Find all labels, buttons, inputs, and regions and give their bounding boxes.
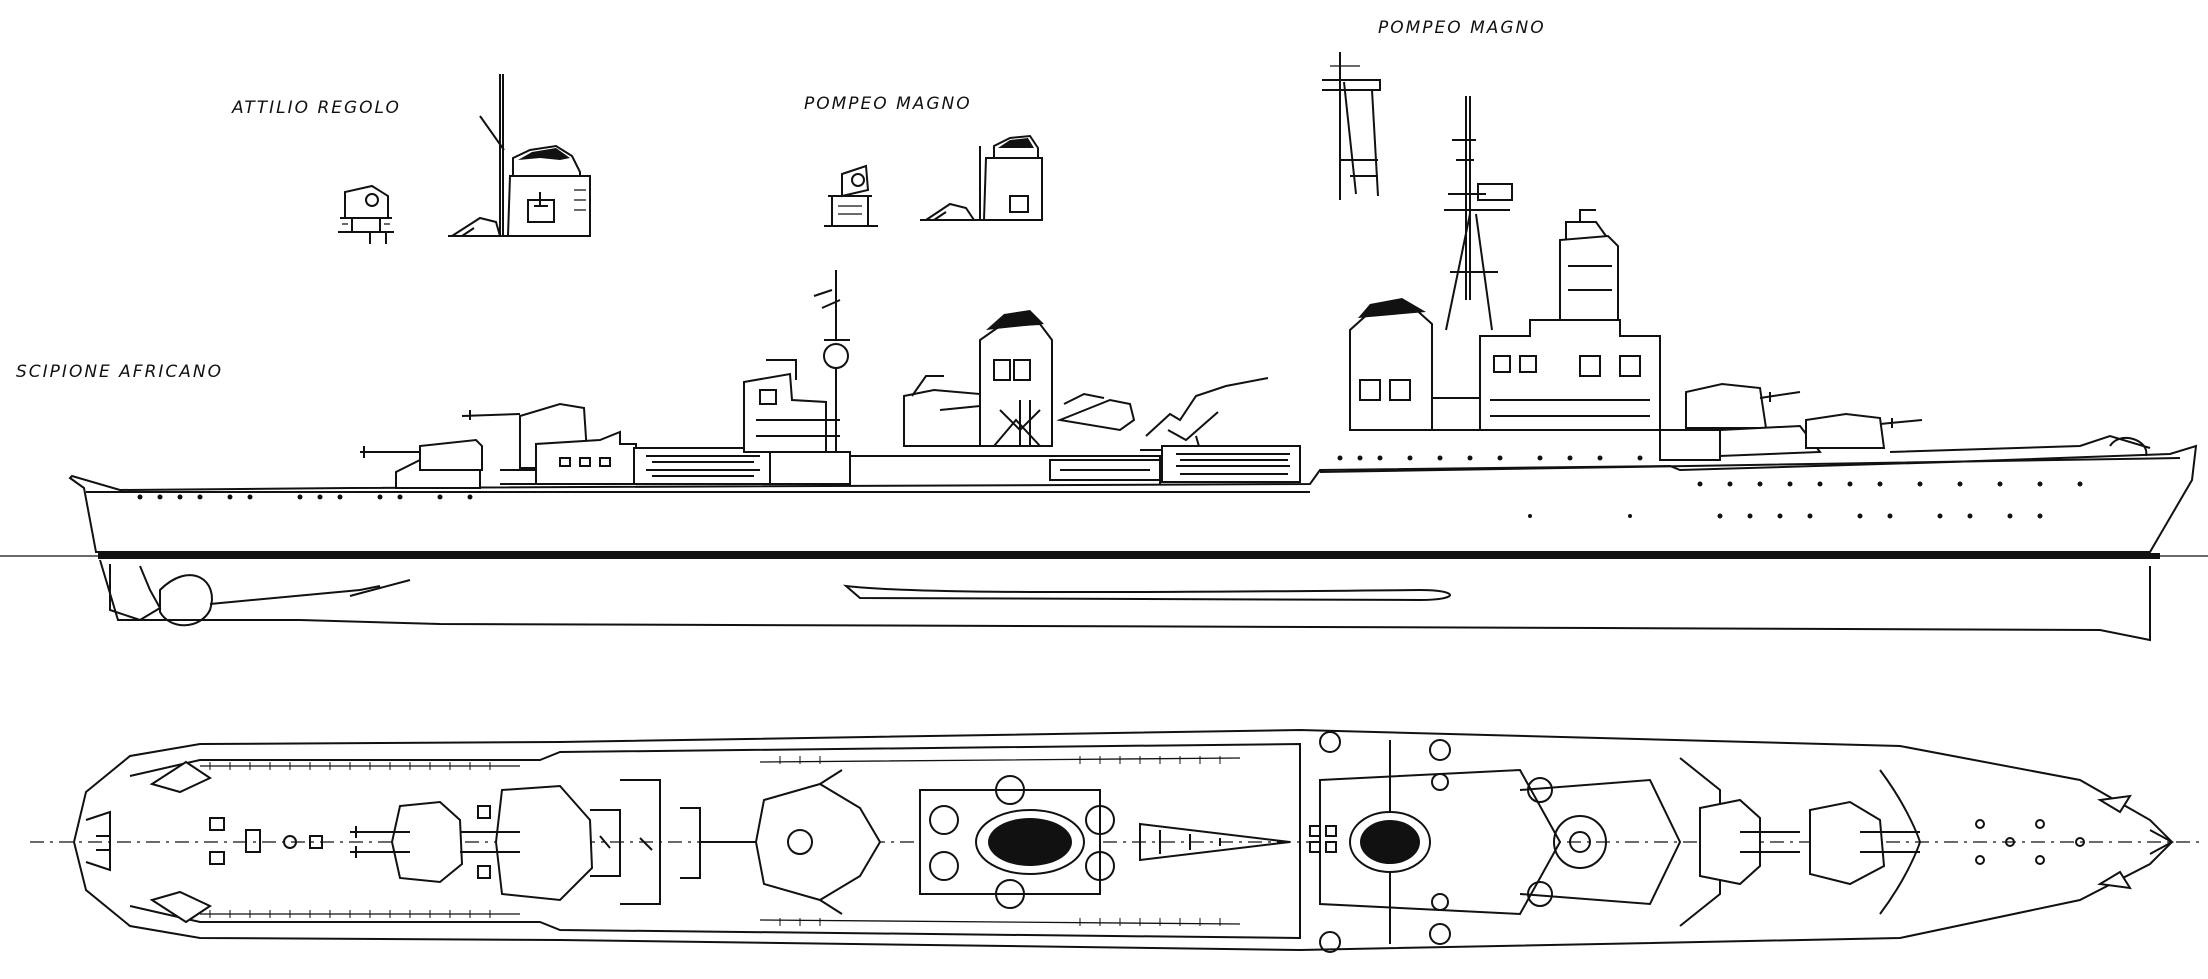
attilio-regolo-detail xyxy=(338,74,591,244)
forward-superstructure xyxy=(1349,96,1661,431)
forward-turrets xyxy=(1659,382,2151,461)
midships xyxy=(850,310,1301,484)
ship-profile xyxy=(0,96,2208,642)
aft-superstructure xyxy=(535,270,851,485)
pompeo-magno-mast-detail xyxy=(1322,52,1381,200)
portholes xyxy=(137,455,2083,519)
scipione-africano-label: SCIPIONE AFRICANO xyxy=(16,362,224,382)
ship-plan xyxy=(30,728,2200,953)
pompeo-magno-top-label: POMPEO MAGNO xyxy=(1378,18,1546,38)
pompeo-magno-detail xyxy=(824,134,1043,227)
pompeo-magno-detail-label: POMPEO MAGNO xyxy=(804,94,972,114)
attilio-regolo-label: ATTILIO REGOLO xyxy=(232,98,401,118)
